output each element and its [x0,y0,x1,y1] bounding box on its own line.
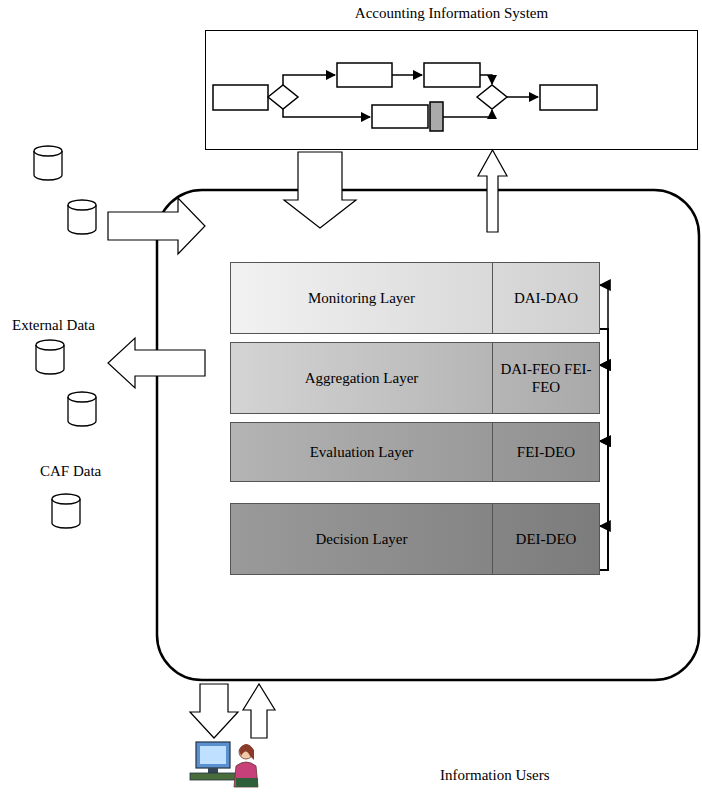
block-arrow-right [108,198,205,254]
database-rim [36,345,64,350]
keyboard [190,773,238,780]
database-rim [68,205,96,210]
process-flowchart [213,63,597,131]
system-boundary [157,190,699,680]
block-arrow-up [478,150,507,232]
grey-block [430,102,443,131]
layer-name: Decision Layer [231,504,492,574]
block-arrow-up [243,684,275,738]
layer-name: Aggregation Layer [231,343,492,413]
database-rim [52,499,80,504]
layer-band: Monitoring LayerDAI-DAO [230,262,600,334]
layer-band: Decision LayerDEI-DEO [230,503,600,575]
decision-diamond [268,85,298,109]
feedback-connector [600,329,608,441]
flow-line [480,75,492,84]
monitor-stand [208,768,218,773]
database-cylinder [36,340,64,374]
flow-line [507,96,538,98]
database-rim [34,151,62,156]
layer-name: Evaluation Layer [231,423,492,481]
system-title: Accounting Information System [186,4,702,22]
body [234,762,258,787]
process-box [424,63,480,87]
hair [239,744,254,760]
database-cylinder [68,392,96,426]
layer-name: Monitoring Layer [231,263,492,333]
free-label: CAF Data [40,462,101,480]
screen [200,746,226,764]
flow-line [443,110,492,117]
process-box [372,105,428,128]
feedback-connector [600,329,608,365]
database-rim [68,397,96,402]
block-arrow-left [108,338,205,388]
monitor [196,742,230,768]
flow-line [392,74,422,76]
flow-line [283,75,335,85]
feedback-connector [600,365,608,570]
layer-code: DAI-DAO [492,263,599,333]
flow-line [283,109,370,117]
database-cylinder [34,146,62,180]
layer-code: DEI-DEO [492,504,599,574]
layer-code: DAI-FEO FEI-FEO [492,343,599,413]
chair [236,778,258,787]
database-cylinder [68,200,96,234]
head [239,745,253,759]
decision-diamond [477,85,507,109]
feedback-connector [600,285,608,570]
process-box [213,85,268,110]
feedback-connector [600,441,608,570]
database-cylinder [52,494,80,528]
system-box: Accounting Information System [205,30,698,150]
free-label: Information Users [440,766,550,784]
layer-code: FEI-DEO [492,423,599,481]
feedback-connector [600,329,608,526]
process-box [540,85,597,110]
user-icon [190,742,258,787]
layer-band: Aggregation LayerDAI-FEO FEI-FEO [230,342,600,414]
free-label: External Data [12,316,95,334]
block-arrow-down [284,152,356,228]
block-arrow-down [190,684,238,738]
layer-band: Evaluation LayerFEI-DEO [230,422,600,482]
process-box [337,63,392,87]
